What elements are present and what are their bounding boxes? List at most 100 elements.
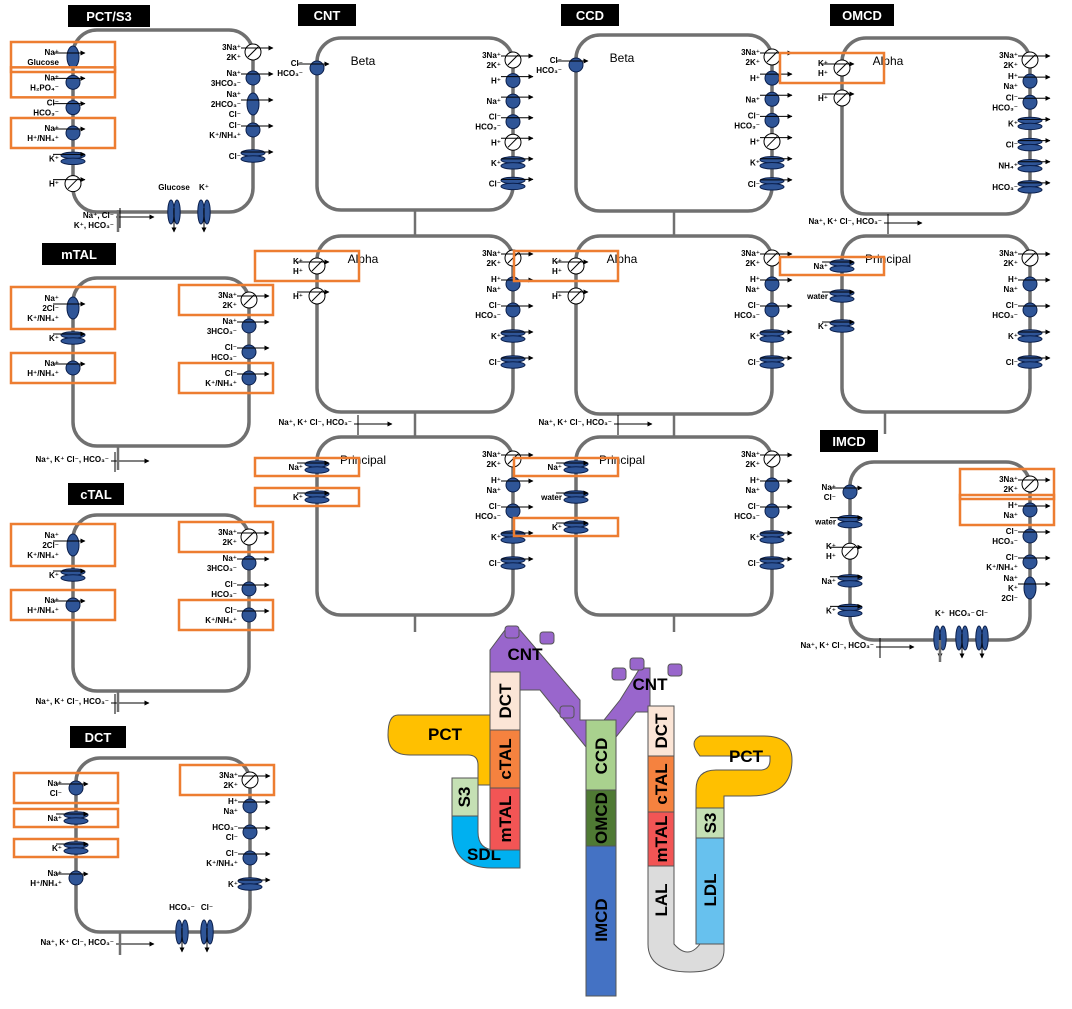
- label-line: Na⁺: [1004, 82, 1018, 91]
- transporter-icon: [242, 798, 258, 814]
- transporter-label: Cl⁻HCO₃⁻: [992, 93, 1018, 112]
- channel-icon: [63, 817, 89, 825]
- basolateral-transporter: Cl⁻HCO₃⁻: [734, 502, 793, 521]
- label-line: 3Na⁺: [218, 528, 237, 537]
- cell-dct: Na⁺Cl⁻Na⁺K⁺Na⁺H⁺/NH₄⁺3Na⁺2K⁺H⁺Na⁺HCO₃⁻Cl…: [12, 756, 276, 955]
- label-line: Cl⁻: [229, 110, 241, 119]
- basolateral-transporter: K⁺: [491, 329, 534, 343]
- label-line: K⁺: [49, 334, 59, 343]
- atpase-stroke: [1024, 252, 1036, 264]
- transporter-label: Cl⁻HCO₃⁻: [536, 56, 562, 75]
- tag-background: [68, 5, 150, 27]
- label-line: Cl⁻: [748, 180, 760, 189]
- transporter-label: K⁺H⁺: [293, 257, 303, 276]
- paracellular-label: Na⁺, K⁺ Cl⁻, HCO₃⁻: [279, 418, 352, 427]
- bottom-channel: K⁺: [933, 609, 947, 659]
- apical-transporter: Cl⁻HCO₃⁻: [33, 99, 86, 118]
- transporter-label: H⁺: [491, 138, 501, 147]
- label-line: K⁺: [491, 332, 501, 341]
- cotransporter-icon: [66, 296, 80, 320]
- channel-icon: [563, 460, 589, 468]
- label-line: Cl⁻: [489, 113, 501, 122]
- cell-type-name: Alpha: [607, 252, 638, 266]
- label-line: H⁺: [750, 275, 760, 284]
- label-line: HCO₃⁻: [734, 311, 760, 320]
- apical-transporter: Na⁺Cl⁻: [12, 771, 120, 805]
- label-line: HCO₃⁻: [475, 123, 501, 132]
- channel-icon: [200, 919, 208, 945]
- transporter-label: HCO₃⁻Cl⁻: [212, 823, 238, 842]
- basolateral-transporter: H⁺: [750, 70, 793, 86]
- label-line: Na⁺: [45, 124, 59, 133]
- highlight-box: [958, 493, 1056, 527]
- basolateral-transporter: H⁺Na⁺: [746, 476, 793, 495]
- channel-icon: [1017, 116, 1043, 125]
- label-line: Cl⁻: [1006, 141, 1018, 150]
- basolateral-transporter: H⁺Na⁺: [1004, 275, 1051, 294]
- basolateral-transporter: Cl⁻HCO₃⁻: [734, 111, 793, 130]
- basolateral-transporter: Cl⁻: [489, 355, 534, 369]
- label-line: Na⁺: [822, 577, 836, 586]
- segment-label: mTAL: [652, 816, 671, 863]
- basolateral-transporter: Cl⁻HCO₃⁻: [475, 301, 534, 320]
- s3-left-segment: [451, 777, 479, 817]
- label-line: Cl⁻: [748, 559, 760, 568]
- channel-icon: [1017, 159, 1043, 167]
- label-line: K⁺: [49, 571, 59, 580]
- transporter-icon: [1022, 73, 1038, 89]
- basolateral-transporter: Cl⁻: [748, 556, 793, 570]
- label-line: Cl⁻: [226, 833, 238, 842]
- apical-transporter: Na⁺: [12, 807, 120, 829]
- cotransporter-icon: [66, 533, 80, 557]
- transporter-label: Cl⁻HCO₃⁻: [475, 113, 501, 132]
- apical-transporter: H⁺: [818, 89, 855, 107]
- transporter-label: water: [806, 292, 828, 301]
- label-line: HCO₃⁻: [734, 512, 760, 521]
- transporter-label: H⁺Na⁺: [1004, 72, 1018, 91]
- label-line: H⁺: [1008, 275, 1018, 284]
- channel-icon: [829, 295, 855, 303]
- channel-icon: [759, 355, 785, 363]
- label-line: K⁺: [826, 542, 836, 551]
- highlight-box: [512, 456, 620, 478]
- transporter-label: K⁺: [49, 334, 59, 343]
- basolateral-transporter: 3Na⁺2K⁺: [741, 48, 793, 67]
- tag-text: DCT: [85, 730, 112, 745]
- channel-icon: [500, 329, 526, 337]
- transporter-label: K⁺: [49, 154, 59, 163]
- basolateral-transporter: Na⁺3HCO₃⁻: [211, 69, 274, 88]
- atpase-stroke: [67, 178, 79, 190]
- transporter-icon: [1022, 302, 1038, 318]
- transporter-label: K⁺: [293, 493, 303, 502]
- tag-background: [42, 243, 116, 265]
- segment-tag: CCD: [561, 4, 619, 26]
- basolateral-transporter: 3Na⁺2K⁺: [482, 450, 534, 469]
- transporter-icon: [65, 125, 81, 141]
- channel-label: Glucose: [158, 183, 190, 192]
- transporter-label: Cl⁻HCO₃⁻: [475, 502, 501, 521]
- tag-background: [830, 4, 894, 26]
- atpase-stroke: [836, 62, 848, 74]
- label-line: H⁺: [491, 275, 501, 284]
- label-line: K⁺/NH₄⁺: [986, 563, 1018, 572]
- basolateral-transporter: Cl⁻K⁺/NH₄⁺: [177, 598, 275, 632]
- transporter-icon: [764, 91, 780, 107]
- label-line: 2HCO₃⁻: [211, 100, 241, 109]
- transporter-label: K⁺: [1008, 119, 1018, 128]
- segment-tag: PCT/S3: [68, 5, 150, 27]
- transporter-label: Cl⁻K⁺/NH₄⁺: [209, 121, 241, 140]
- transporter-label: Cl⁻HCO₃⁻: [475, 301, 501, 320]
- transporter-label: H⁺: [49, 180, 59, 189]
- highlight-box: [9, 285, 117, 331]
- highlight-box: [253, 486, 361, 508]
- label-line: K⁺: [1008, 119, 1018, 128]
- cell-ctal: Na⁺2Cl⁻K⁺/NH₄⁺K⁺Na⁺H⁺/NH₄⁺3Na⁺2K⁺Na⁺3HCO…: [9, 513, 275, 714]
- transporter-icon: [764, 276, 780, 292]
- transporter-icon: [505, 93, 521, 109]
- channel-icon: [981, 625, 989, 651]
- cell-type-name: Principal: [340, 453, 386, 467]
- apical-transporter: Na⁺H⁺/NH₄⁺: [9, 351, 117, 385]
- label-line: Na⁺: [1004, 285, 1018, 294]
- highlight-box: [253, 249, 361, 283]
- label-line: Cl⁻: [489, 301, 501, 310]
